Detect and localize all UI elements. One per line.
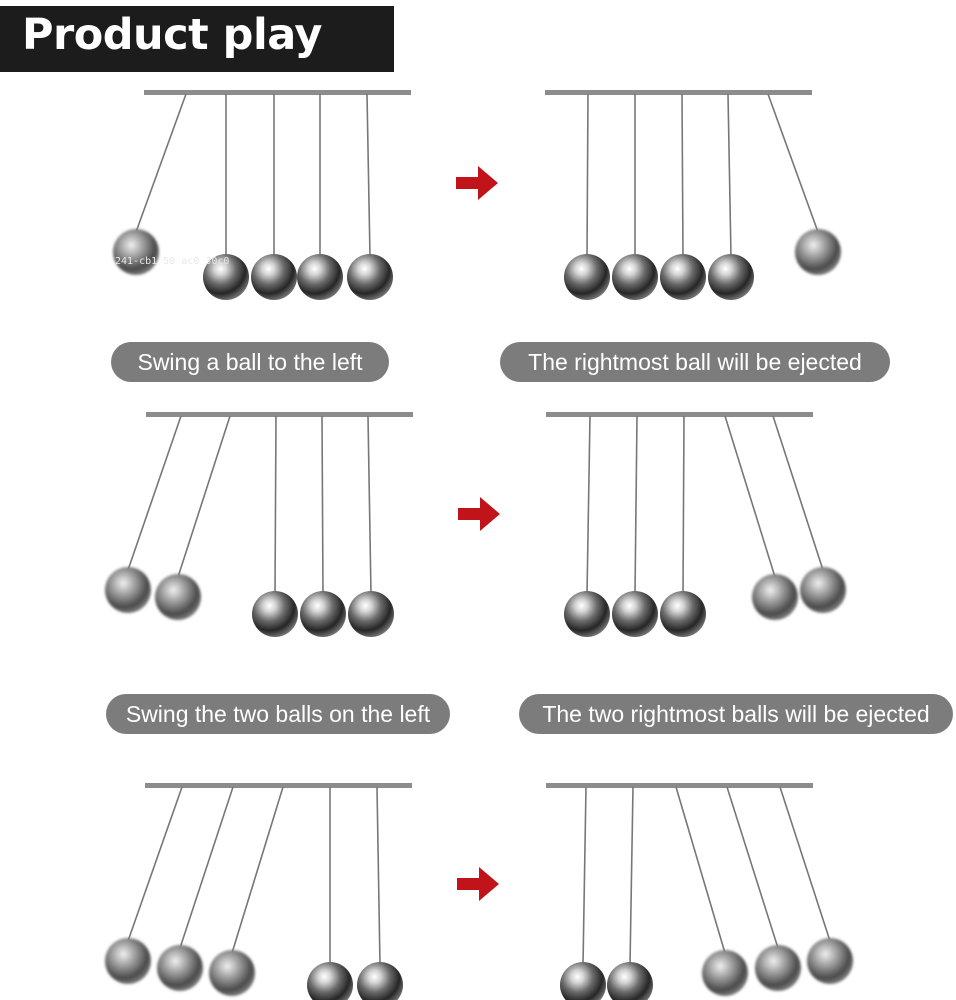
cradle-string [780, 787, 830, 941]
caption-eject-one: The rightmost ball will be ejected [500, 342, 890, 382]
steel-ball-icon [209, 950, 255, 996]
caption-eject-two: The two rightmost balls will be ejected [519, 694, 953, 734]
steel-ball-icon [660, 591, 706, 637]
cradle-string [178, 416, 230, 577]
cradle-bar [146, 412, 413, 417]
steel-ball-icon [105, 567, 151, 613]
cradle-string [587, 416, 590, 594]
cradle-string [368, 416, 371, 594]
steel-ball-icon [660, 254, 706, 300]
arrow-right-icon [456, 166, 498, 200]
cradle-string [635, 416, 637, 594]
cradle-string [322, 416, 323, 594]
steel-ball-icon [755, 945, 801, 991]
steel-ball-icon [612, 254, 658, 300]
steel-ball-icon [708, 254, 754, 300]
steel-ball-icon [607, 962, 653, 1000]
arrow-right-icon [458, 497, 500, 531]
cradle-string [180, 787, 233, 948]
cradle-string [773, 416, 823, 570]
cradle-string [128, 787, 182, 941]
caption-swing-two: Swing the two balls on the left [106, 694, 450, 734]
steel-ball-icon [300, 591, 346, 637]
caption-swing-one: Swing a ball to the left [111, 342, 389, 382]
steel-ball-icon [297, 254, 343, 300]
steel-ball-icon [307, 962, 353, 1000]
steel-ball-icon [251, 254, 297, 300]
cradle-string [367, 94, 370, 257]
steel-ball-icon [113, 229, 159, 275]
cradle-string [728, 94, 731, 257]
steel-ball-icon [702, 950, 748, 996]
steel-ball-icon [105, 938, 151, 984]
cradle-string [583, 787, 586, 965]
cradle-string [136, 94, 186, 232]
cradle-string [232, 787, 283, 953]
steel-ball-icon [155, 574, 201, 620]
steel-ball-icon [807, 938, 853, 984]
steel-ball-icon [612, 591, 658, 637]
steel-ball-icon [800, 567, 846, 613]
cradle-string [377, 787, 380, 965]
steel-ball-icon [157, 945, 203, 991]
cradle-bar [145, 783, 412, 788]
steel-ball-icon [347, 254, 393, 300]
steel-ball-icon [348, 591, 394, 637]
cradle-bar [545, 90, 812, 95]
cradle-string [727, 787, 778, 948]
steel-ball-icon [560, 962, 606, 1000]
steel-ball-icon [252, 591, 298, 637]
steel-ball-icon [795, 229, 841, 275]
steel-ball-icon [752, 574, 798, 620]
steel-ball-icon [564, 254, 610, 300]
cradle-string [725, 416, 775, 577]
steel-ball-icon [357, 962, 403, 1000]
cradle-string [682, 94, 683, 257]
cradle-string [275, 416, 276, 594]
cradle-string [676, 787, 725, 953]
cradle-bar [144, 90, 411, 95]
cradle-string [630, 787, 633, 965]
steel-ball-icon [564, 591, 610, 637]
cradle-string [683, 416, 684, 594]
arrow-right-icon [457, 867, 499, 901]
cradle-string [768, 94, 818, 232]
cradle-string [587, 94, 588, 257]
cradle-string [128, 416, 181, 570]
watermark-text: 241-cb1 50 ac0 30c0 [115, 256, 229, 267]
